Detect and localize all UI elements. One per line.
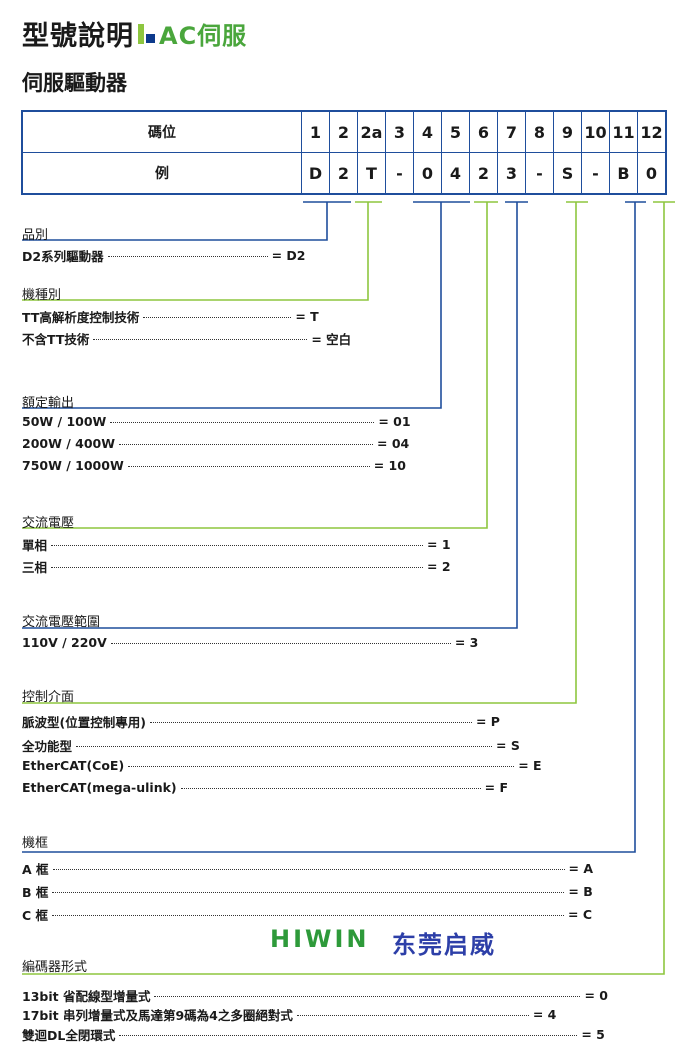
option-row: 17bit 串列增量式及馬達第9碼為4之多圈絕對式 = 4	[22, 1005, 556, 1024]
option-value: = B	[568, 884, 593, 899]
pos-cell: 7	[497, 110, 526, 153]
section-title: 機框	[22, 836, 49, 851]
option-value: = T	[295, 309, 319, 324]
option-label: C 框	[22, 908, 49, 923]
example-cell: B	[609, 152, 638, 195]
section-title: 編碼器形式	[22, 960, 88, 975]
option-row: 110V / 220V = 3	[22, 635, 478, 650]
option-value: = 5	[581, 1027, 605, 1042]
option-row: 200W / 400W = 04	[22, 436, 409, 451]
subtitle: 伺服驅動器	[22, 71, 127, 95]
option-value: = D2	[271, 248, 306, 263]
pos-cell: 12	[637, 110, 667, 153]
option-value: = A	[568, 861, 594, 876]
option-value: = 04	[377, 436, 410, 451]
section-title: 額定輸出	[22, 396, 75, 411]
option-label: D2系列驅動器	[22, 249, 104, 264]
example-cell: 4	[441, 152, 470, 195]
option-label: 不含TT技術	[22, 332, 90, 347]
option-label: 13bit 省配線型增量式	[22, 989, 151, 1004]
option-value: = 3	[454, 635, 479, 650]
example-cell: T	[357, 152, 386, 195]
option-label: 50W / 100W	[22, 414, 107, 429]
pos-cell: 2a	[357, 110, 386, 153]
pos-cell: 2	[329, 110, 358, 153]
title-sub: AC伺服	[159, 22, 248, 50]
option-label: EtherCAT(CoE)	[22, 758, 125, 773]
code-table: 碼位 1 2 2a 3 4 5 6 7 8 9 10 11 12 例 D 2 T…	[21, 110, 667, 195]
option-row: 50W / 100W = 01	[22, 414, 411, 429]
option-label: 110V / 220V	[22, 635, 107, 650]
option-value: = E	[518, 758, 542, 773]
example-cell: -	[525, 152, 554, 195]
option-label: A 框	[22, 862, 49, 877]
section-title: 交流電壓	[22, 516, 75, 531]
option-value: = 1	[427, 537, 451, 552]
option-value: = 2	[427, 559, 451, 574]
option-label: EtherCAT(mega-ulink)	[22, 780, 177, 795]
option-label: 17bit 串列增量式及馬達第9碼為4之多圈絕對式	[22, 1008, 293, 1023]
position-row: 碼位 1 2 2a 3 4 5 6 7 8 9 10 11 12	[21, 110, 667, 153]
option-row: EtherCAT(CoE) = E	[22, 758, 542, 773]
option-row: 全功能型 = S	[22, 736, 520, 755]
section-title: 交流電壓範圍	[22, 615, 101, 630]
option-label: 全功能型	[22, 739, 73, 754]
option-row: 不含TT技術 = 空白	[22, 329, 351, 348]
option-value: = 0	[584, 988, 608, 1003]
option-value: = F	[484, 780, 509, 795]
option-row: TT高解析度控制技術 = T	[22, 307, 319, 326]
option-value: = S	[496, 738, 520, 753]
option-label: B 框	[22, 885, 49, 900]
pos-cell: 5	[441, 110, 470, 153]
option-value: = 4	[532, 1007, 557, 1022]
option-row: D2系列驅動器 = D2	[22, 246, 305, 265]
example-cell: D	[301, 152, 330, 195]
option-label: 單相	[22, 538, 48, 553]
option-label: 750W / 1000W	[22, 458, 124, 473]
option-row: 13bit 省配線型增量式 = 0	[22, 986, 608, 1005]
option-row: 單相 = 1	[22, 535, 451, 554]
option-row: B 框 = B	[22, 882, 593, 901]
option-value: = 01	[378, 414, 411, 429]
pos-cell: 3	[385, 110, 414, 153]
watermark-brand: HIWIN	[270, 925, 370, 953]
option-label: 200W / 400W	[22, 436, 116, 451]
option-row: EtherCAT(mega-ulink) = F	[22, 780, 508, 795]
option-label: 脈波型(位置控制專用)	[22, 715, 146, 730]
example-cell: 0	[637, 152, 667, 195]
option-row: A 框 = A	[22, 859, 593, 878]
page-title: 型號說明 AC伺服	[22, 14, 247, 53]
section-title: 品別	[22, 228, 49, 243]
option-row: 750W / 1000W = 10	[22, 458, 406, 473]
option-value: = P	[475, 714, 500, 729]
option-value: = 空白	[311, 332, 352, 347]
title-text: 型號說明	[22, 21, 134, 52]
section-title: 控制介面	[22, 690, 75, 705]
example-cell: 2	[469, 152, 498, 195]
option-label: TT高解析度控制技術	[22, 310, 140, 325]
watermark-company: 东莞启威	[392, 931, 496, 959]
position-label: 碼位	[21, 110, 302, 153]
option-value: = C	[568, 907, 593, 922]
option-label: 雙迴DL全閉環式	[22, 1028, 116, 1043]
example-cell: -	[385, 152, 414, 195]
option-row: 脈波型(位置控制專用) = P	[22, 712, 500, 731]
option-label: 三相	[22, 560, 48, 575]
example-row: 例 D 2 T - 0 4 2 3 - S - B 0	[21, 152, 667, 195]
option-value: = 10	[373, 458, 406, 473]
pos-cell: 11	[609, 110, 638, 153]
option-row: 三相 = 2	[22, 557, 451, 576]
option-row: C 框 = C	[22, 905, 592, 924]
option-row: 雙迴DL全閉環式 = 5	[22, 1025, 605, 1044]
logo-mark-icon	[138, 23, 155, 44]
section-title: 機種別	[22, 288, 62, 303]
